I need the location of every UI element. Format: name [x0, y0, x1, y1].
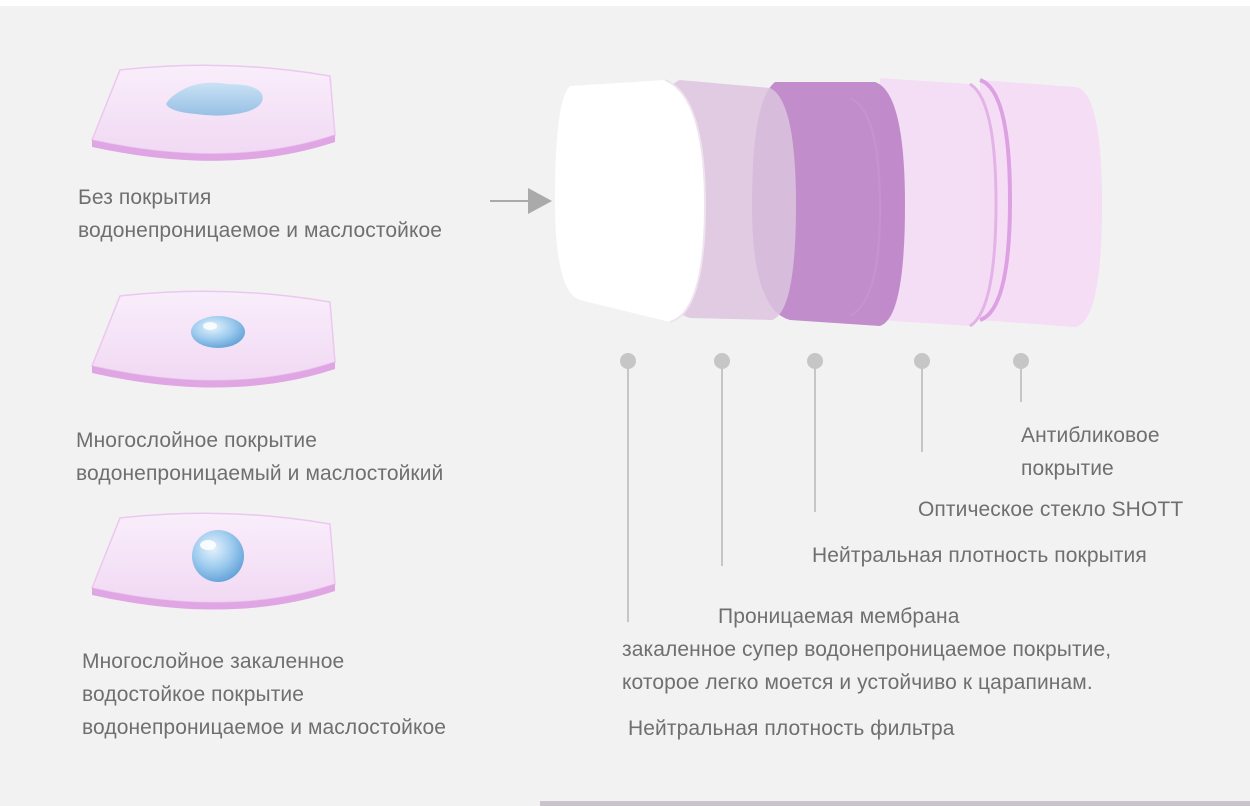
plate-edge — [92, 584, 335, 610]
membrane-description-2: которое легко моется и устойчиво к царап… — [622, 671, 1093, 694]
sample-1-title: Без покрытия — [78, 186, 212, 209]
sample-3-caption: Многослойное закаленное водостойкое покр… — [82, 645, 446, 744]
plate-edge — [92, 135, 335, 161]
connector-optical-glass — [914, 353, 930, 452]
connector-membrane — [714, 353, 730, 566]
nd-coating-label: Нейтральная плотность покрытия — [812, 544, 1147, 567]
nd-filter-label: Нейтральная плотность фильтра — [628, 717, 955, 740]
water-bead-icon — [192, 530, 244, 582]
antireflective-label: Антибликовое покрытие — [1021, 424, 1160, 480]
sample-3-subtitle: водостойкое покрытие — [82, 683, 305, 706]
sample-plate-1 — [90, 64, 336, 161]
sample-3-note: водонепроницаемое и маслостойкое — [82, 716, 447, 739]
lens-layer-nd-filter — [555, 79, 707, 323]
top-band — [0, 0, 1250, 6]
sample-3-title: Многослойное закаленное — [82, 650, 345, 673]
optical-glass-label: Оптическое стекло SHOTT — [918, 498, 1184, 521]
water-spread-icon — [166, 82, 263, 116]
lens-layer-optical-glass — [880, 78, 998, 328]
membrane-title: Проницаемая мембрана — [718, 605, 960, 628]
plate-edge — [92, 362, 335, 388]
connector-nd-coating — [807, 353, 823, 512]
sample-plate-2 — [90, 290, 336, 388]
water-drop-icon — [191, 316, 245, 348]
sample-plate-3 — [90, 512, 336, 610]
membrane-label: Проницаемая мембрана закаленное супер во… — [622, 600, 1111, 699]
sample-1-subtitle: водонепроницаемое и маслостойкое — [78, 219, 443, 242]
sample-2-title: Многослойное покрытие — [76, 429, 317, 452]
connector-nd-filter — [620, 353, 636, 622]
sample-2-caption: Многослойное покрытие водонепроницаемый … — [76, 424, 443, 490]
lens-layer-antireflective — [979, 78, 1102, 327]
sample-1-caption: Без покрытия водонепроницаемое и маслост… — [78, 181, 442, 247]
arrow-right-icon — [490, 188, 552, 214]
membrane-description-1: закаленное супер водонепроницаемое покры… — [622, 638, 1112, 661]
bottom-divider — [540, 801, 1250, 806]
connector-antireflective — [1013, 353, 1029, 402]
sample-2-subtitle: водонепроницаемый и маслостойкий — [76, 462, 444, 485]
